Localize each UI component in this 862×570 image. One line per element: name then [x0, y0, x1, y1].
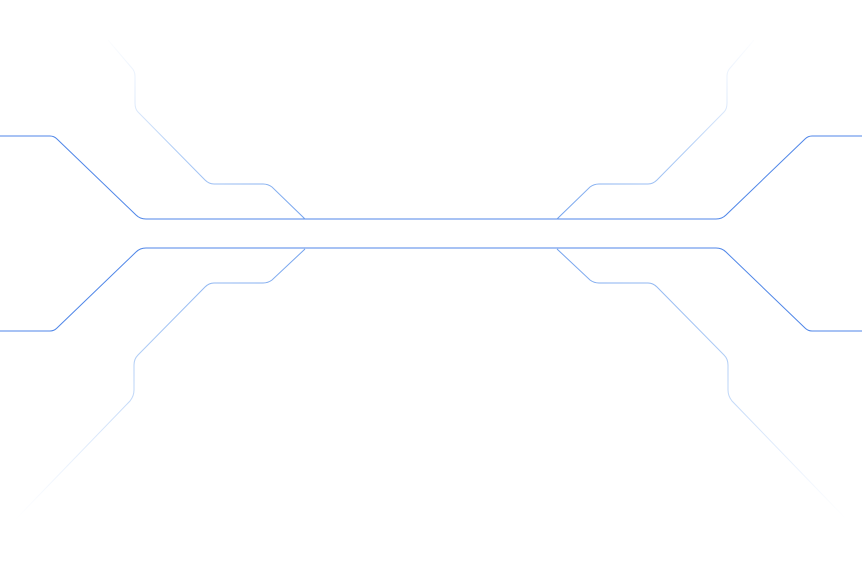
bottom-right-branch-line	[556, 248, 848, 521]
bottom-left-branch-line	[14, 248, 306, 521]
top-left-branch-line	[107, 39, 306, 220]
top-right-branch-line	[556, 39, 755, 220]
bottom-main-line	[0, 247, 862, 332]
top-main-line	[0, 135, 862, 220]
